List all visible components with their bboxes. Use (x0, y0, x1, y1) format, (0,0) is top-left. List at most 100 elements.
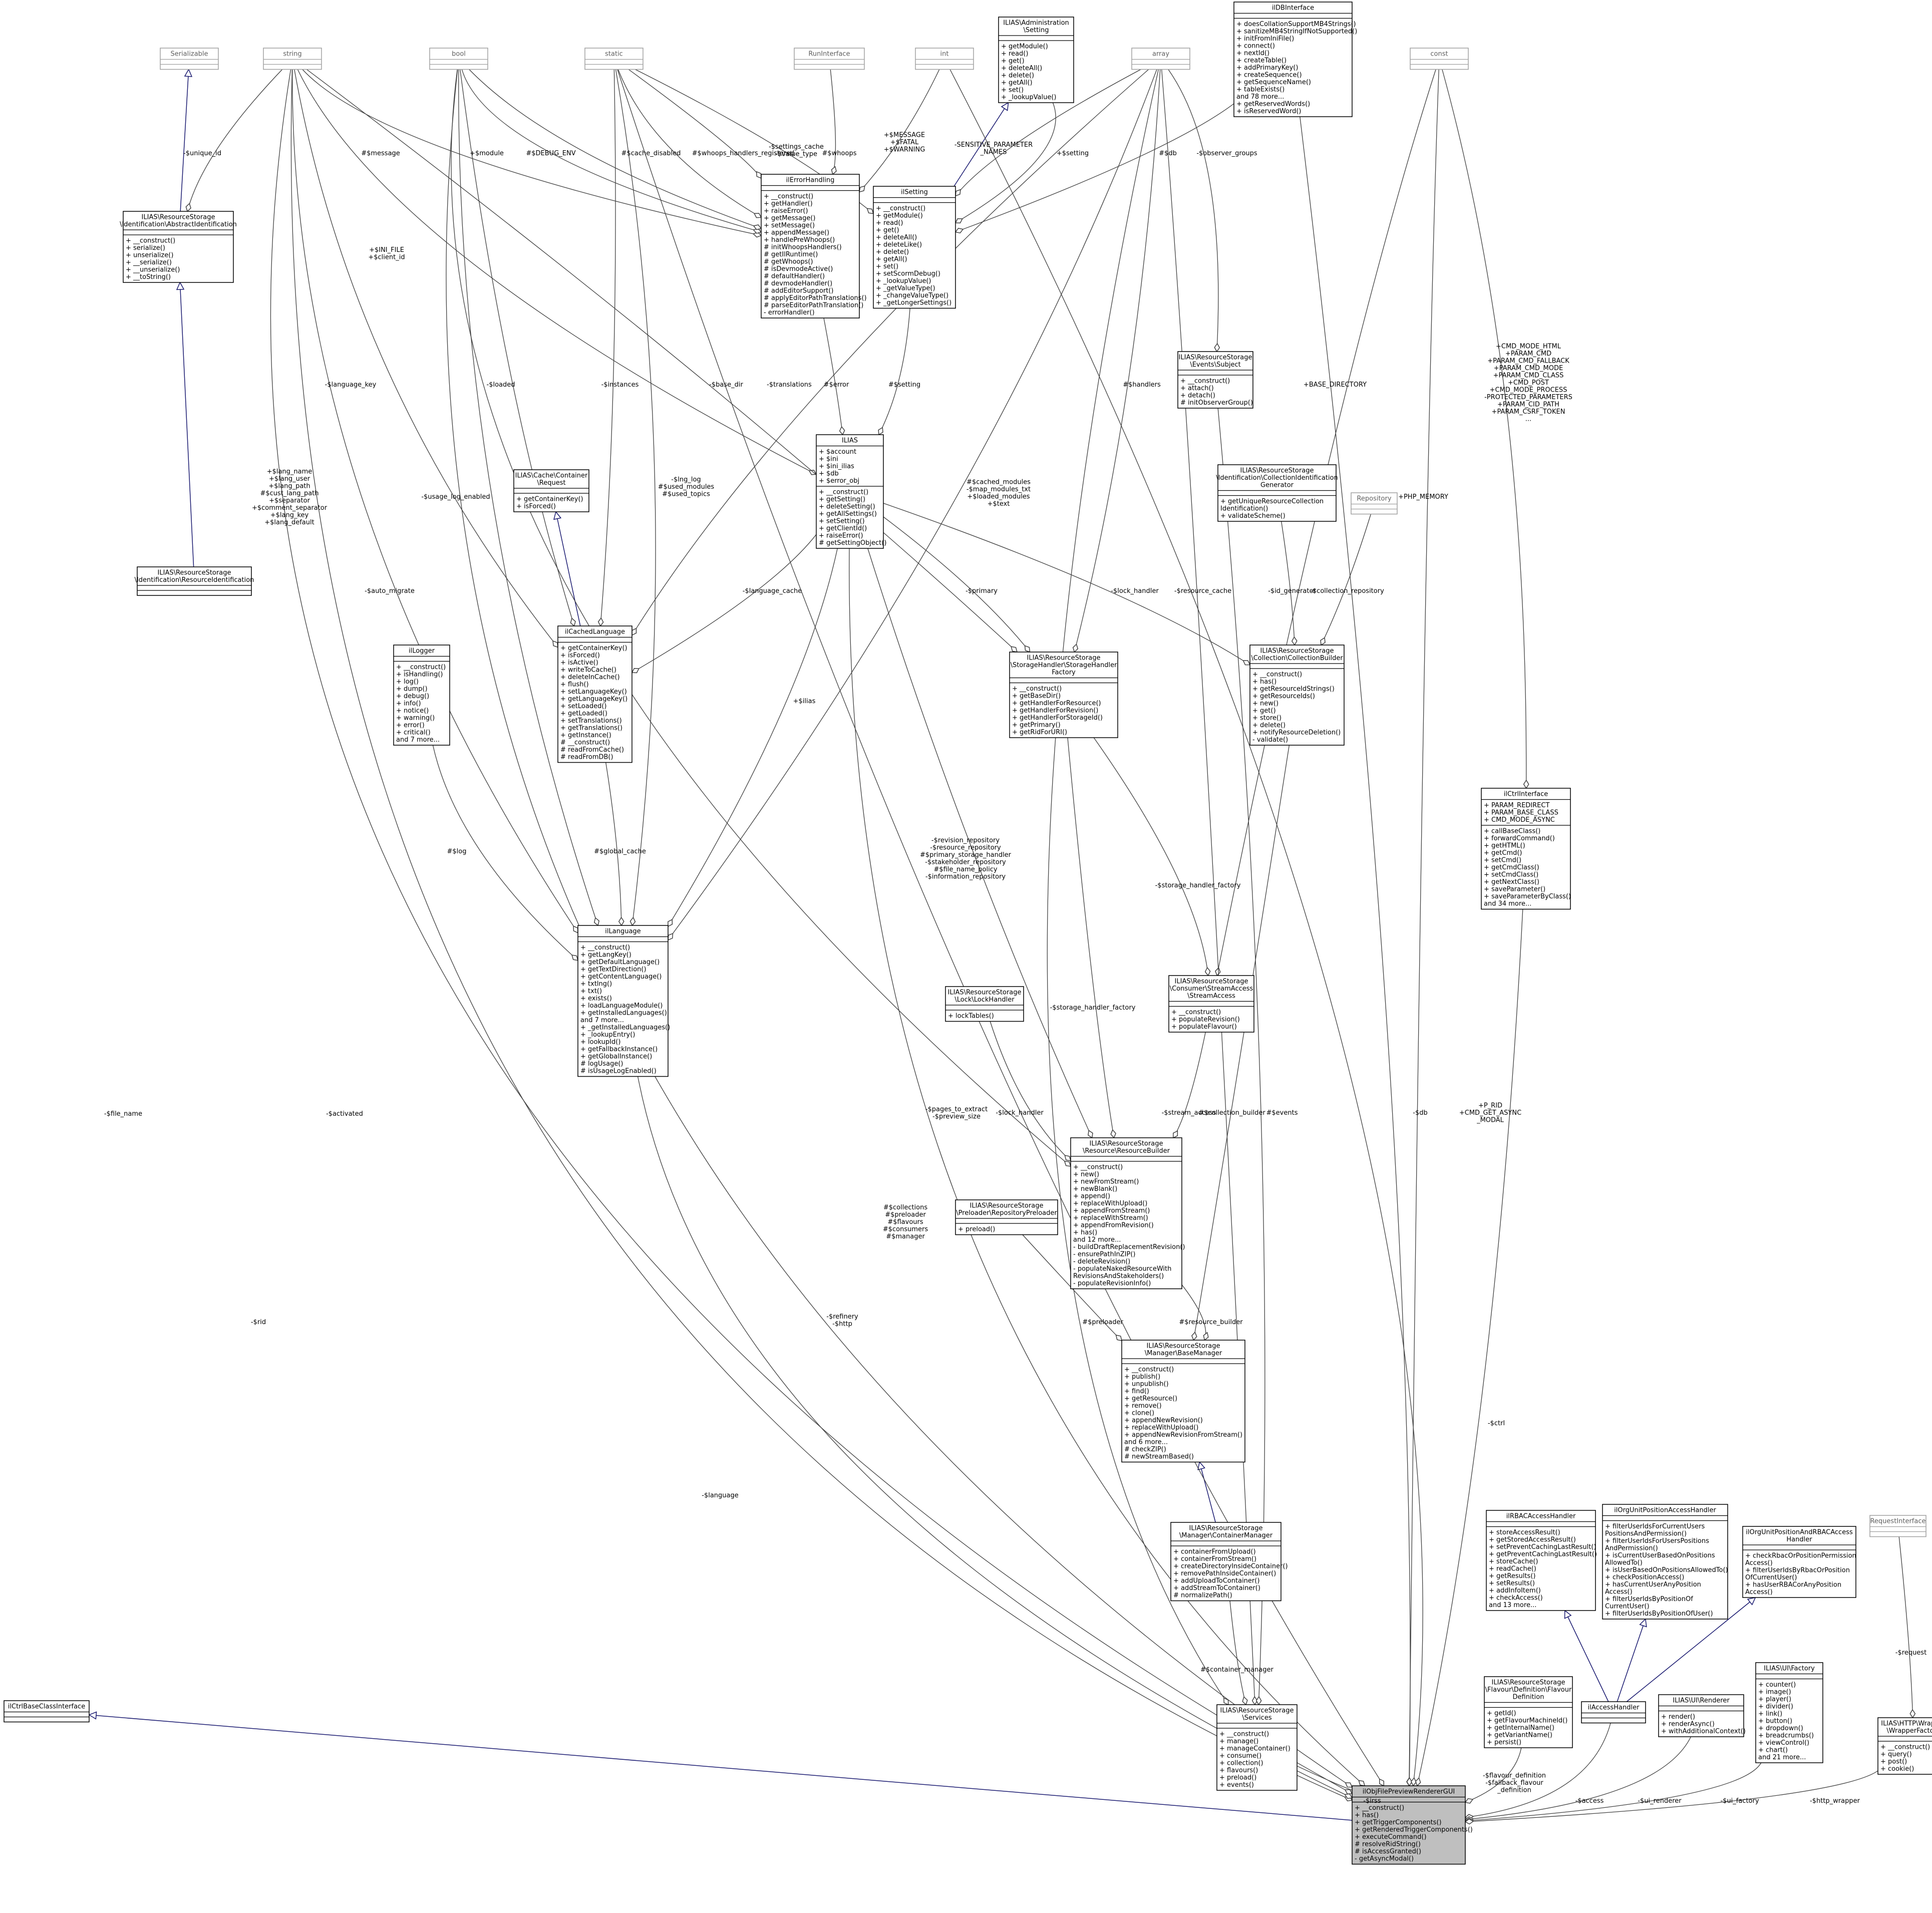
edge-label-line: -$file_name (104, 1110, 142, 1118)
class-box-containermanager[interactable]: ILIAS\ResourceStorage\Manager\ContainerM… (1170, 1522, 1288, 1602)
edge-label-line: #$preloader (885, 1211, 926, 1219)
edge-label-line: -$pages_to_extract (925, 1106, 988, 1113)
class-method: + getStoredAccessResult() (1489, 1536, 1576, 1544)
class-box-const[interactable]: const (1410, 48, 1469, 70)
class-box-ilsetting[interactable]: ilSetting+ __construct()+ getModule()+ r… (873, 186, 956, 309)
class-method: + replaceWithUpload() (1073, 1200, 1147, 1207)
association-edge (1217, 69, 1436, 976)
class-boxes: Serializable string bool static RunInterface… (4, 2, 1932, 1865)
class-method: # newStreamBased() (1124, 1453, 1194, 1461)
class-box-serializable[interactable]: Serializable (160, 48, 219, 70)
class-method: + replaceWithStream() (1073, 1214, 1148, 1222)
class-name: ilOrgUnitPositionAccessHandler (1614, 1507, 1716, 1514)
edge-label-l_language: -$language (702, 1492, 739, 1499)
class-method: + store() (1252, 715, 1281, 722)
edge-label-line: #$collection_builder (1198, 1109, 1265, 1117)
class-box-lockhandler[interactable]: ILIAS\ResourceStorage\Lock\LockHandler+ … (945, 986, 1024, 1022)
edge-label-line: -$information_repository (925, 873, 1006, 880)
class-box-ctrlbase[interactable]: ilCtrlBaseClassInterface (4, 1700, 90, 1723)
class-method: + saveParameter() (1484, 886, 1545, 893)
class-box-basemanager[interactable]: ILIAS\ResourceStorage\Manager\BaseManage… (1121, 1340, 1245, 1463)
class-box-services[interactable]: ILIAS\ResourceStorage\Services+ __constr… (1216, 1704, 1298, 1791)
class-method: + getTranslations() (560, 725, 622, 732)
class-box-static[interactable]: static (584, 48, 643, 70)
edge-label-line: +PHP_MEMORY (1398, 493, 1448, 501)
class-method: + storeCache() (1489, 1558, 1538, 1565)
class-method: + manageContainer() (1219, 1745, 1291, 1753)
class-method: + raiseError() (819, 532, 863, 540)
edge-label-line: #$whoops_handlers_registered (692, 150, 795, 157)
class-method: + doesCollationSupportMB4Strings() (1236, 21, 1356, 28)
class-box-shfactory[interactable]: ILIAS\ResourceStorage\StorageHandler\Sto… (1009, 652, 1118, 738)
class-box-ilias[interactable]: ILIAS+ $account+ $ini+ $ini_ilias+ $db+ … (816, 434, 886, 549)
class-method: + getResourceIds() (1252, 693, 1315, 700)
class-method: + get() (876, 227, 899, 234)
class-name: ILIAS\ResourceStorage (1492, 1679, 1565, 1687)
class-method: + has() (1252, 678, 1276, 686)
inheritance-edge (953, 103, 1008, 187)
class-box-cachedlanguage[interactable]: ilCachedLanguage+ getContainerKey()+ isF… (557, 625, 632, 763)
class-box-requestinterface[interactable]: RequestInterface (1869, 1515, 1926, 1537)
class-method: + validateScheme() (1220, 512, 1285, 520)
edge-label-line: -$db (1413, 1109, 1427, 1117)
class-box-logger[interactable]: ilLogger+ __construct()+ isHandling()+ l… (393, 645, 450, 746)
class-box-streamaccess[interactable]: ILIAS\ResourceStorage\Consumer\StreamAcc… (1168, 975, 1254, 1033)
class-box-runinterface[interactable]: RunInterface (794, 48, 865, 70)
class-box-int[interactable]: int (915, 48, 974, 70)
edge-label-line: +P_RID (1478, 1102, 1502, 1110)
class-method: + getNextClass() (1484, 878, 1539, 886)
class-name: ILIAS\HTTP\Wrapper (1881, 1720, 1932, 1728)
edge-label-line: +CMD_GET_ASYNC (1459, 1109, 1521, 1117)
class-box-abstractid[interactable]: ILIAS\ResourceStorage\Identification\Abs… (120, 211, 237, 283)
class-method: + isReservedWord() (1236, 108, 1301, 115)
edge-label-line: -$resource_cache (1174, 587, 1231, 595)
class-method: + checkPositionAccess() (1605, 1574, 1684, 1581)
class-method: + getContainerKey() (516, 496, 583, 503)
edge-label-l_ctrl: -$ctrl (1488, 1420, 1505, 1427)
class-box-uifactory[interactable]: ILIAS\UI\Factory+ counter()+ image()+ pl… (1755, 1662, 1823, 1763)
edge-label-line: #$collections (883, 1204, 928, 1211)
edge-label-line: -$refinery (826, 1313, 858, 1321)
class-box-array[interactable]: array (1131, 48, 1190, 70)
class-method: + withAdditionalContext() (1661, 1728, 1746, 1735)
class-method: + containerFromUpload() (1173, 1548, 1256, 1556)
class-box-subject[interactable]: ILIAS\ResourceStorage\Events\Subject+ __… (1177, 351, 1253, 409)
class-box-uirenderer[interactable]: ILIAS\UI\Renderer+ render()+ renderAsync… (1658, 1694, 1746, 1737)
class-box-ctrlinterface[interactable]: ilCtrlInterface+ PARAM_REDIRECT+ PARAM_B… (1481, 788, 1571, 910)
class-box-wrapperfactory[interactable]: ILIAS\HTTP\Wrapper\WrapperFactory+ __con… (1877, 1717, 1932, 1775)
class-method: + getFlavourMachineId() (1487, 1717, 1567, 1725)
class-box-repository[interactable]: Repository (1351, 492, 1398, 515)
class-method: + events() (1219, 1781, 1254, 1789)
class-box-errorhandling[interactable]: ilErrorHandling+ __construct()+ getHandl… (761, 174, 867, 318)
class-box-flavourdef[interactable]: ILIAS\ResourceStorage\Flavour\Definition… (1484, 1676, 1573, 1748)
class-box-string[interactable]: string (263, 48, 322, 70)
class-box-request[interactable]: ILIAS\Cache\Container\Request+ getContai… (513, 469, 589, 512)
edge-label-line: #$setting (888, 381, 920, 389)
class-method: + txt() (580, 988, 602, 995)
class-box-resourceid[interactable]: ILIAS\ResourceStorage\Identification\Res… (135, 566, 254, 596)
class-method: + appendFromRevision() (1073, 1222, 1154, 1229)
class-method: + render() (1661, 1713, 1695, 1721)
class-box-collectionbuilder[interactable]: ILIAS\ResourceStorage\Collection\Collect… (1249, 645, 1345, 746)
class-box-adminsetting[interactable]: ILIAS\Administration\Setting+ getModule(… (998, 17, 1074, 103)
edge-label-line: -$translations (767, 381, 812, 389)
class-box-orgu[interactable]: ilOrgUnitPositionAccessHandler+ filterUs… (1602, 1504, 1728, 1620)
association-edge (849, 548, 1365, 1786)
class-box-preloader[interactable]: ILIAS\ResourceStorage\Preloader\Reposito… (955, 1199, 1058, 1235)
edge-label-line: +CMD_POST (1508, 379, 1549, 387)
class-box-rbac[interactable]: ilRBACAccessHandler+ storeAccessResult()… (1486, 1510, 1597, 1611)
class-box-language[interactable]: ilLanguage+ __construct()+ getLangKey()+… (577, 925, 670, 1077)
class-attribute: + $ini_ilias (819, 463, 854, 470)
class-box-dbinterface[interactable]: ilDBInterface+ doesCollationSupportMB4St… (1233, 2, 1357, 117)
class-box-idgen[interactable]: ILIAS\ResourceStorage\Identification\Col… (1216, 464, 1338, 522)
class-box-bool[interactable]: bool (429, 48, 488, 70)
edge-label-line: -$http (832, 1320, 852, 1328)
class-box-accesshandler[interactable]: ilAccessHandler (1581, 1701, 1646, 1724)
class-method: Identification() (1220, 505, 1268, 513)
class-method: - deleteRevision() (1073, 1258, 1130, 1265)
class-box-resourcebuilder[interactable]: ILIAS\ResourceStorage\Resource\ResourceB… (1070, 1137, 1185, 1290)
class-method: + getInstance() (560, 732, 611, 739)
class-box-root[interactable]: ilObjFilePreviewRendererGUI+ __construct… (1352, 1785, 1473, 1865)
class-method: + getLanguageKey() (560, 696, 627, 703)
